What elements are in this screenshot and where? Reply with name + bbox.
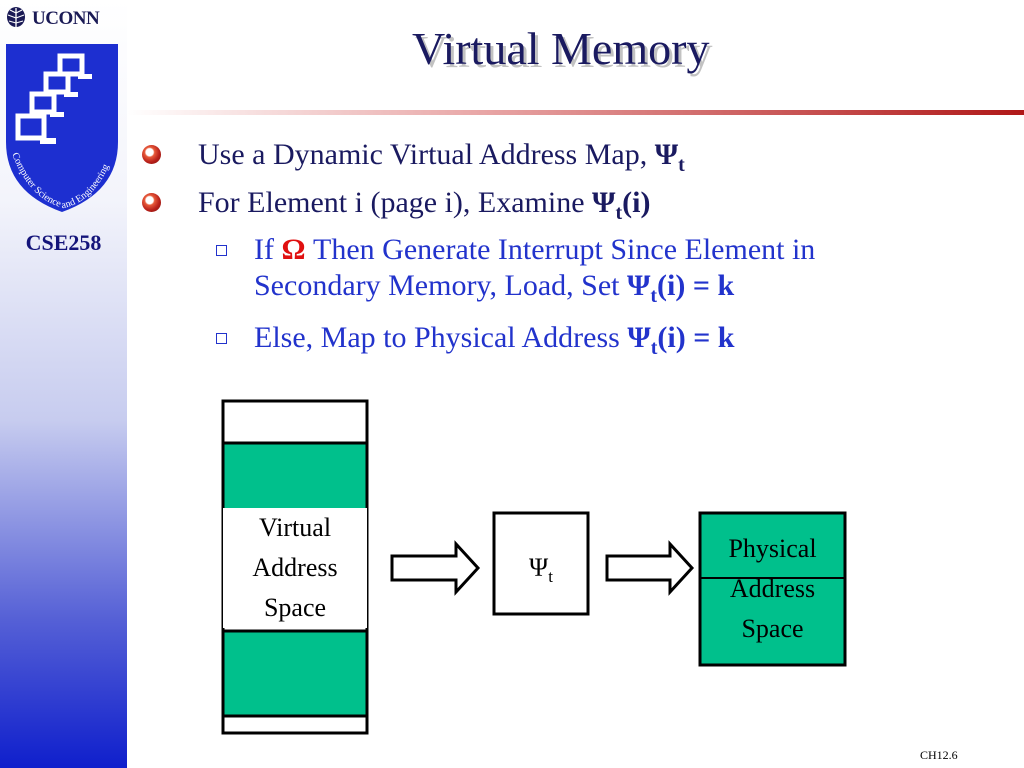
bullet-examine-element: For Element i (page i), Examine Ψt(i) bbox=[198, 186, 650, 230]
physical-address-space bbox=[698, 511, 847, 667]
subbullet-physical-map: Else, Map to Physical Address Ψt(i) = k bbox=[254, 320, 735, 366]
subbullet-line-1: If Ω Then Generate Interrupt Since Eleme… bbox=[254, 232, 1014, 268]
virtual-page-block bbox=[221, 441, 369, 513]
subbullet-lead: If bbox=[254, 233, 282, 266]
bullet-dynamic-map: Use a Dynamic Virtual Address Map, Ψt bbox=[198, 138, 685, 182]
physical-address-label: Physical Address Space bbox=[700, 529, 845, 649]
subbullet-text: Else, Map to Physical Address bbox=[254, 321, 628, 354]
uconn-logo: UCONN bbox=[4, 6, 100, 32]
bullet-icon bbox=[142, 145, 161, 164]
map-function-label: Ψt bbox=[494, 548, 588, 597]
label-line: Address bbox=[729, 574, 816, 603]
psi-subscript: t bbox=[548, 567, 553, 587]
psi-symbol: Ψ bbox=[654, 138, 679, 171]
sub-bullet-icon bbox=[216, 333, 227, 344]
label-line: Virtual bbox=[258, 513, 332, 542]
psi-subscript: t bbox=[678, 154, 685, 176]
subbullet-text: Then Generate Interrupt Since Element in bbox=[305, 233, 816, 266]
sub-bullet-icon bbox=[216, 245, 227, 256]
subbullet-tail: (i) = k bbox=[657, 321, 735, 354]
bullet-text: Use a Dynamic Virtual Address Map, bbox=[198, 138, 655, 171]
map-function-box bbox=[492, 511, 590, 616]
subbullet-interrupt: If Ω Then Generate Interrupt Since Eleme… bbox=[254, 232, 1014, 314]
label-line: Space bbox=[741, 614, 804, 643]
slide-title: Virtual Memory bbox=[412, 23, 710, 74]
label-line: Physical bbox=[728, 534, 817, 563]
bullet-icon bbox=[142, 193, 161, 212]
virtual-address-label: Virtual Address Space bbox=[223, 508, 367, 628]
psi-subscript: t bbox=[615, 202, 623, 224]
title-divider bbox=[127, 110, 1024, 115]
oak-leaf-icon bbox=[7, 7, 25, 31]
arrow-right-icon bbox=[390, 540, 481, 596]
subbullet-line-2: Secondary Memory, Load, Set Ψt(i) = k bbox=[254, 268, 1014, 314]
course-label: CSE258 bbox=[25, 230, 102, 255]
subbullet-tail: (i) = k bbox=[657, 269, 735, 302]
psi-subscript: t bbox=[650, 337, 658, 359]
psi-symbol: Ψ bbox=[529, 553, 549, 582]
label-line: Address bbox=[252, 553, 338, 582]
psi-symbol: Ψ bbox=[626, 269, 651, 302]
label-line: Space bbox=[263, 593, 327, 622]
subbullet-text: Secondary Memory, Load, Set bbox=[254, 269, 627, 302]
arrow-right-icon bbox=[605, 540, 695, 596]
omega-symbol: Ω bbox=[281, 233, 306, 266]
psi-subscript: t bbox=[650, 285, 658, 307]
page-number: CH12.6 bbox=[920, 748, 958, 762]
psi-symbol: Ψ bbox=[627, 321, 651, 354]
virtual-page-block bbox=[221, 629, 369, 718]
psi-symbol: Ψ bbox=[592, 186, 616, 219]
bullet-tail: (i) bbox=[622, 186, 651, 219]
bullet-text: For Element i (page i), Examine bbox=[198, 186, 593, 219]
cse-emblem-icon: Computer Science and Engineering bbox=[6, 44, 118, 212]
uconn-logo-text: UCONN bbox=[32, 8, 100, 29]
sidebar: UCONN Computer Science and Engineering C… bbox=[0, 0, 127, 768]
